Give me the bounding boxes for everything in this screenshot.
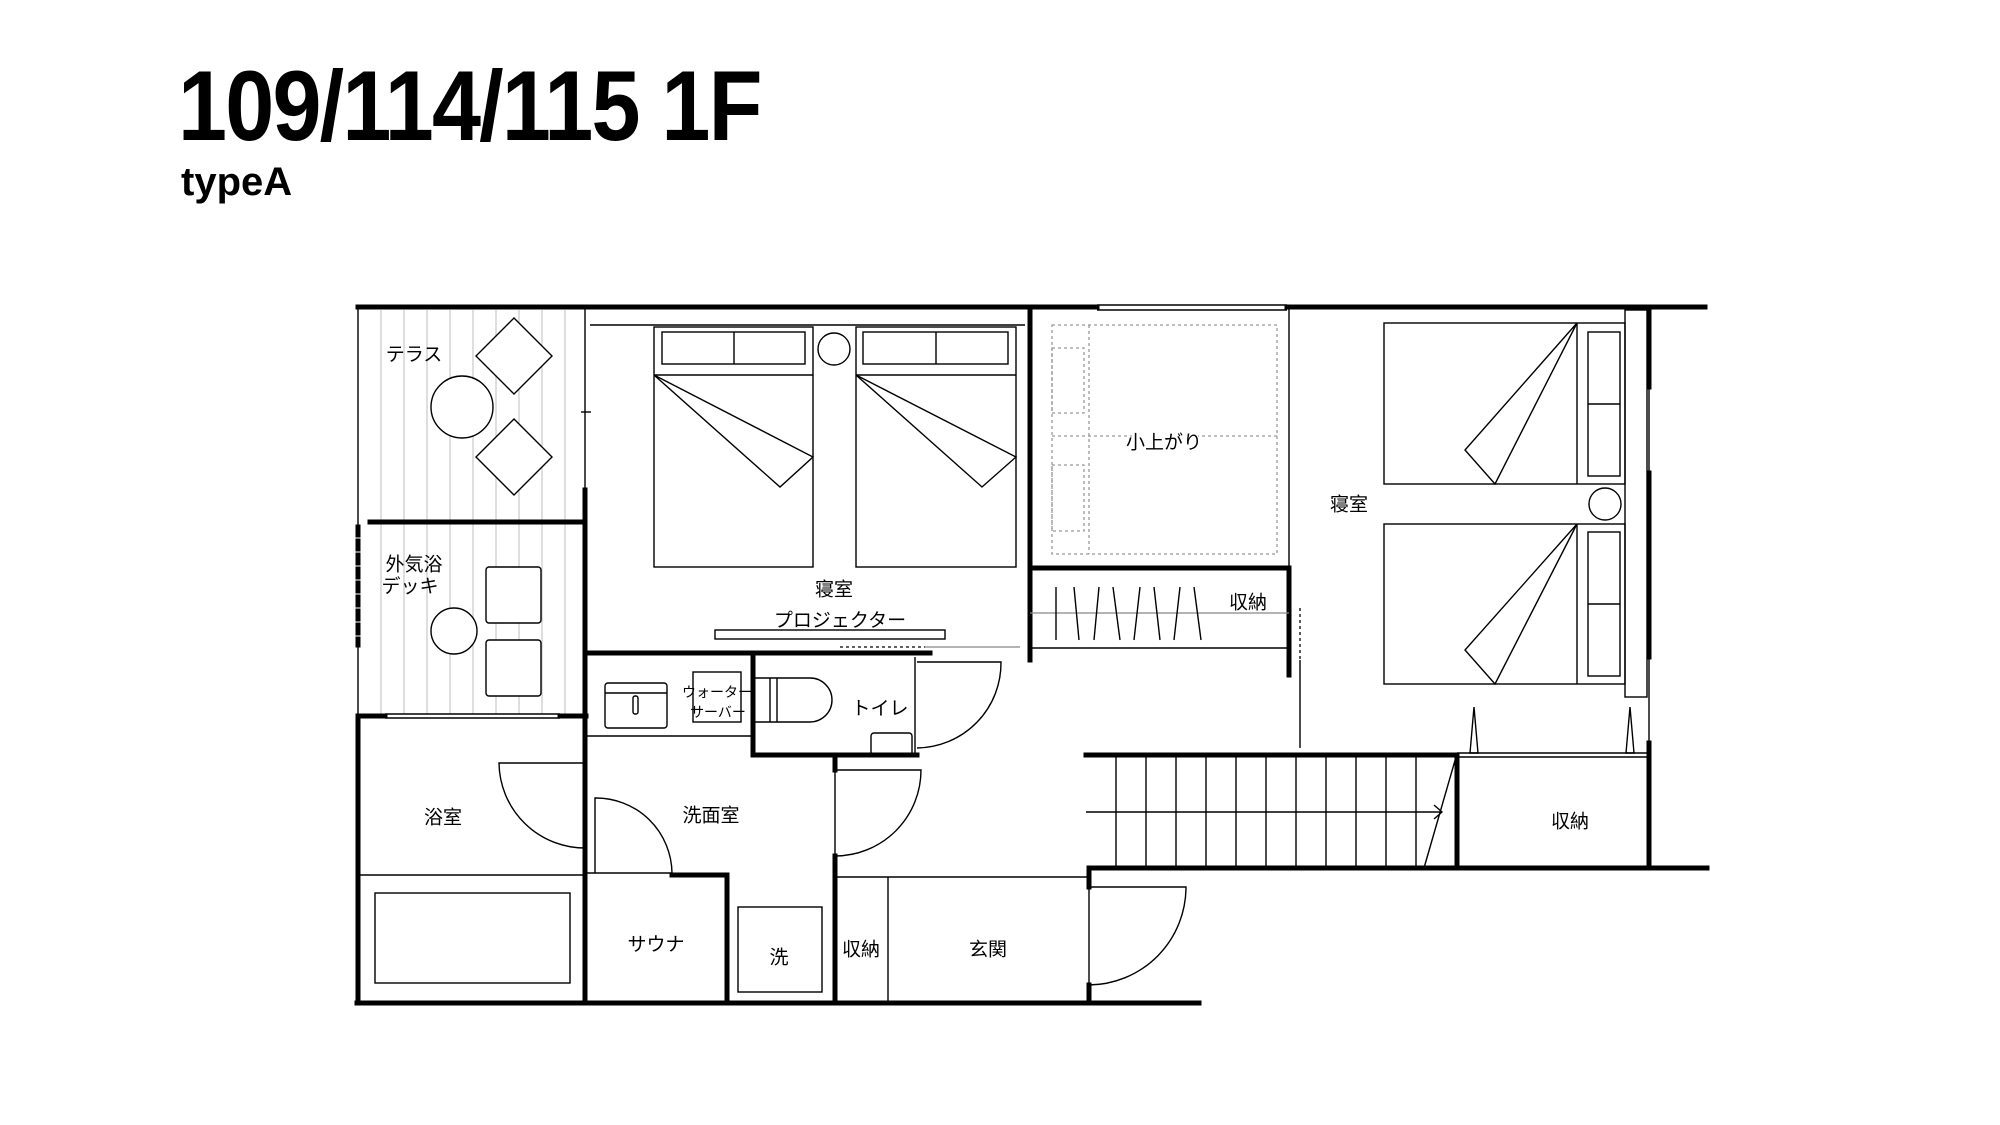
label-raised-area: 小上がり [1126, 432, 1202, 454]
label-closet-right: 収納 [1551, 811, 1589, 833]
water-server [692, 671, 742, 723]
washing-machine [737, 906, 823, 993]
doors [498, 661, 1187, 986]
stairs [1086, 756, 1457, 869]
bathroom-door [498, 762, 587, 849]
label-closet-entrance: 収納 [842, 939, 880, 961]
label-sauna: サウナ [627, 934, 684, 956]
washroom-door [834, 769, 922, 857]
raised-area-mats [1051, 324, 1278, 555]
label-projector: プロジェクター [774, 610, 906, 632]
label-water-server-1: ウォーター [682, 685, 752, 701]
walls [354, 304, 1710, 1006]
label-bathroom: 浴室 [424, 807, 462, 829]
page-title: 109/114/115 1F [178, 50, 762, 161]
entrance-door [1088, 886, 1187, 986]
label-water-server-2: サーバー [690, 705, 746, 721]
toilet-bowl [753, 677, 833, 723]
bathtub [374, 892, 571, 984]
page-subtitle: typeA [181, 160, 293, 204]
terrace-furniture [430, 317, 553, 697]
twin-beds-left [653, 326, 1018, 640]
sauna-door [594, 797, 673, 874]
label-bedroom-left: 寝室 [815, 579, 853, 601]
label-terrace: テラス [386, 344, 443, 366]
twin-beds-right [1383, 309, 1648, 754]
label-washroom: 洗面室 [682, 805, 739, 827]
label-washer: 洗 [769, 947, 788, 969]
room-labels: テラス 外気浴 デッキ 寝室 プロジェクター 小上がり 収納 寝室 ウォーター … [381, 344, 1589, 969]
closet-hangers [1055, 586, 1202, 641]
projector-screen [714, 629, 946, 640]
label-entrance: 玄関 [969, 939, 1007, 961]
toilet-door [916, 661, 1002, 749]
label-deck-2: デッキ [381, 576, 438, 598]
label-toilet: トイレ [851, 698, 908, 720]
fixtures [374, 671, 913, 993]
sink [604, 682, 668, 729]
label-bedroom-right: 寝室 [1330, 494, 1368, 516]
label-deck-1: 外気浴 [385, 554, 442, 576]
label-closet-upper: 収納 [1229, 592, 1267, 614]
